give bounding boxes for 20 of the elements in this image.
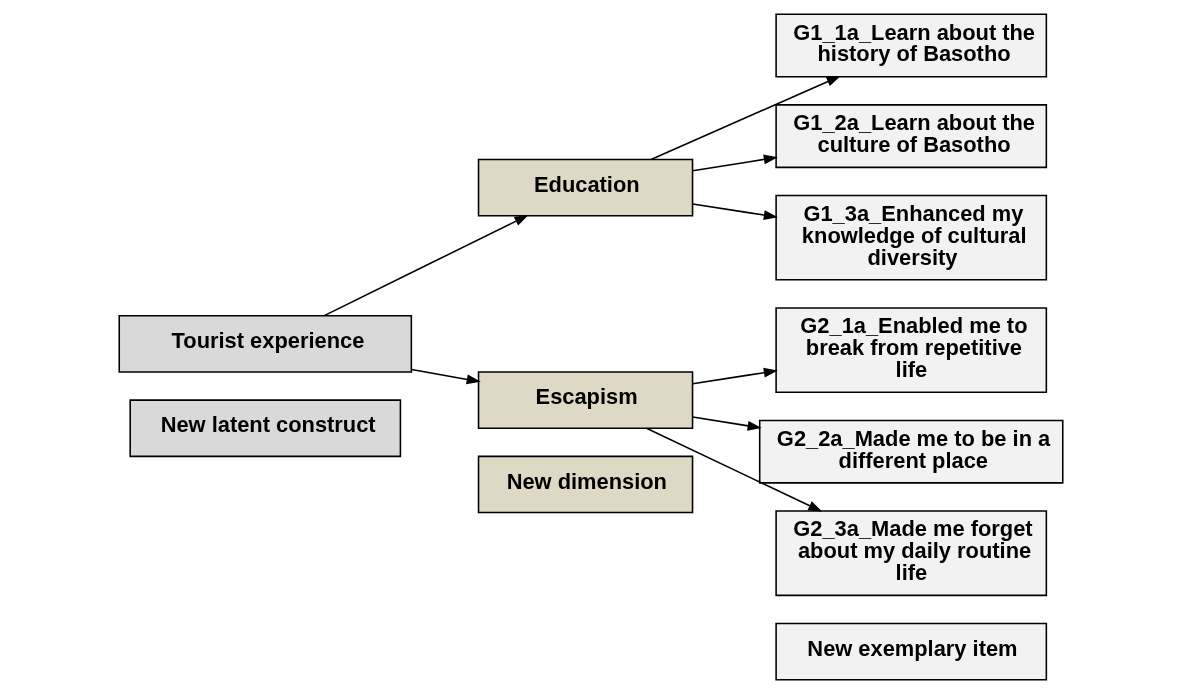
node-box: G1_3a_Enhanced my knowledge of cultural diversity [775, 194, 1048, 281]
arrow [410, 368, 481, 385]
node-box: Escapism [477, 371, 694, 429]
arrow [691, 154, 778, 172]
arrow [650, 75, 841, 160]
node-box: New exemplary item [775, 622, 1048, 681]
node-box: Education [477, 158, 694, 217]
arrow [691, 203, 778, 220]
node-box: New dimension [477, 455, 694, 514]
node-box: New latent construct [129, 399, 402, 458]
arrow [323, 214, 529, 317]
node-box: G2_1a_Enabled me to break from repetitive life [775, 307, 1048, 394]
node-box: G2_3a_Made me forget about my daily routine life [775, 510, 1048, 597]
arrow [691, 367, 778, 385]
node-box: Tourist experience [118, 315, 413, 373]
node-box: G1_2a_Learn about the culture of Basotho [775, 104, 1048, 169]
node-box: G2_2a_Made me to be in a different place [758, 419, 1064, 484]
node-box: G1_1a_Learn about the history of Basotho [775, 13, 1048, 78]
arrow [646, 427, 823, 512]
arrow [691, 416, 762, 431]
